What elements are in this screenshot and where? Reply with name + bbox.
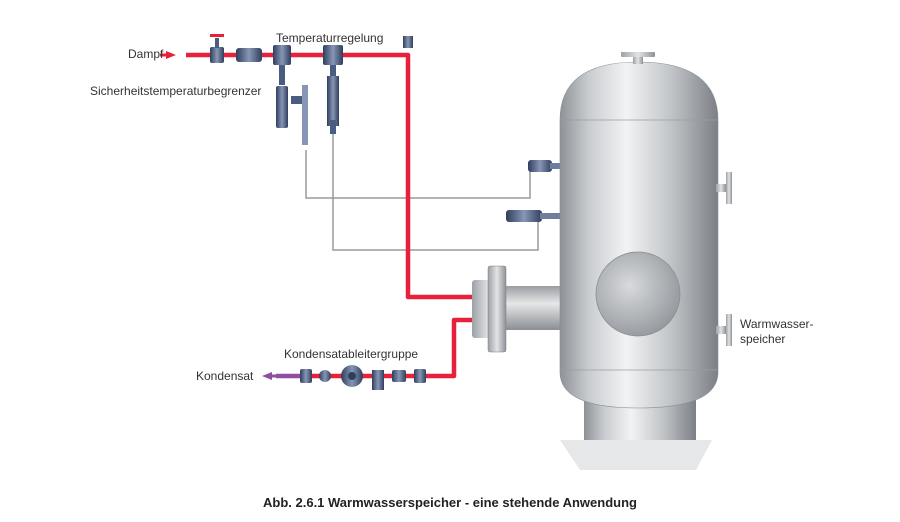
label-dampf: Dampf	[128, 47, 164, 61]
steam-line	[186, 52, 472, 300]
check-valve	[392, 370, 406, 382]
controller-sensor	[506, 210, 562, 222]
controller-capillary	[332, 132, 539, 251]
steam-trap	[341, 365, 363, 387]
control-valve-body	[323, 45, 343, 77]
label-warmwasserspeicher-line1: Warmwasser-	[740, 317, 814, 331]
label-temperaturregelung: Temperaturregelung	[276, 31, 383, 45]
safety-valve-body	[273, 45, 291, 85]
heating-coil-nozzle	[472, 265, 566, 353]
trap-group-filter	[319, 370, 331, 382]
trap-group-valve-1	[300, 369, 312, 383]
stop-valve	[210, 34, 224, 63]
label-sicherheitstemperaturbegrenzer: Sicherheitstemperaturbegrenzer	[90, 84, 261, 98]
safety-limiter-actuator	[276, 85, 308, 145]
manhole	[595, 251, 681, 337]
condensate-outlet-arrow	[262, 372, 272, 380]
limiter-sensor	[528, 160, 562, 172]
label-kondensat: Kondensat	[196, 369, 254, 383]
limiter-capillary	[305, 150, 531, 199]
label-warmwasserspeicher-line2: speicher	[740, 332, 785, 346]
steam-trap-top	[403, 36, 413, 48]
steam-inlet-arrow	[166, 51, 176, 59]
sensor-lines	[305, 132, 539, 251]
strainer	[236, 48, 262, 62]
temperature-controller-actuator	[327, 76, 339, 134]
sight-glass	[372, 370, 384, 390]
figure-caption: Abb. 2.6.1 Warmwasserspeicher - eine ste…	[263, 495, 637, 510]
vessel	[559, 52, 732, 470]
label-kondensatableitergruppe: Kondensatableitergruppe	[284, 347, 418, 361]
trap-group-valve-2	[414, 369, 426, 383]
